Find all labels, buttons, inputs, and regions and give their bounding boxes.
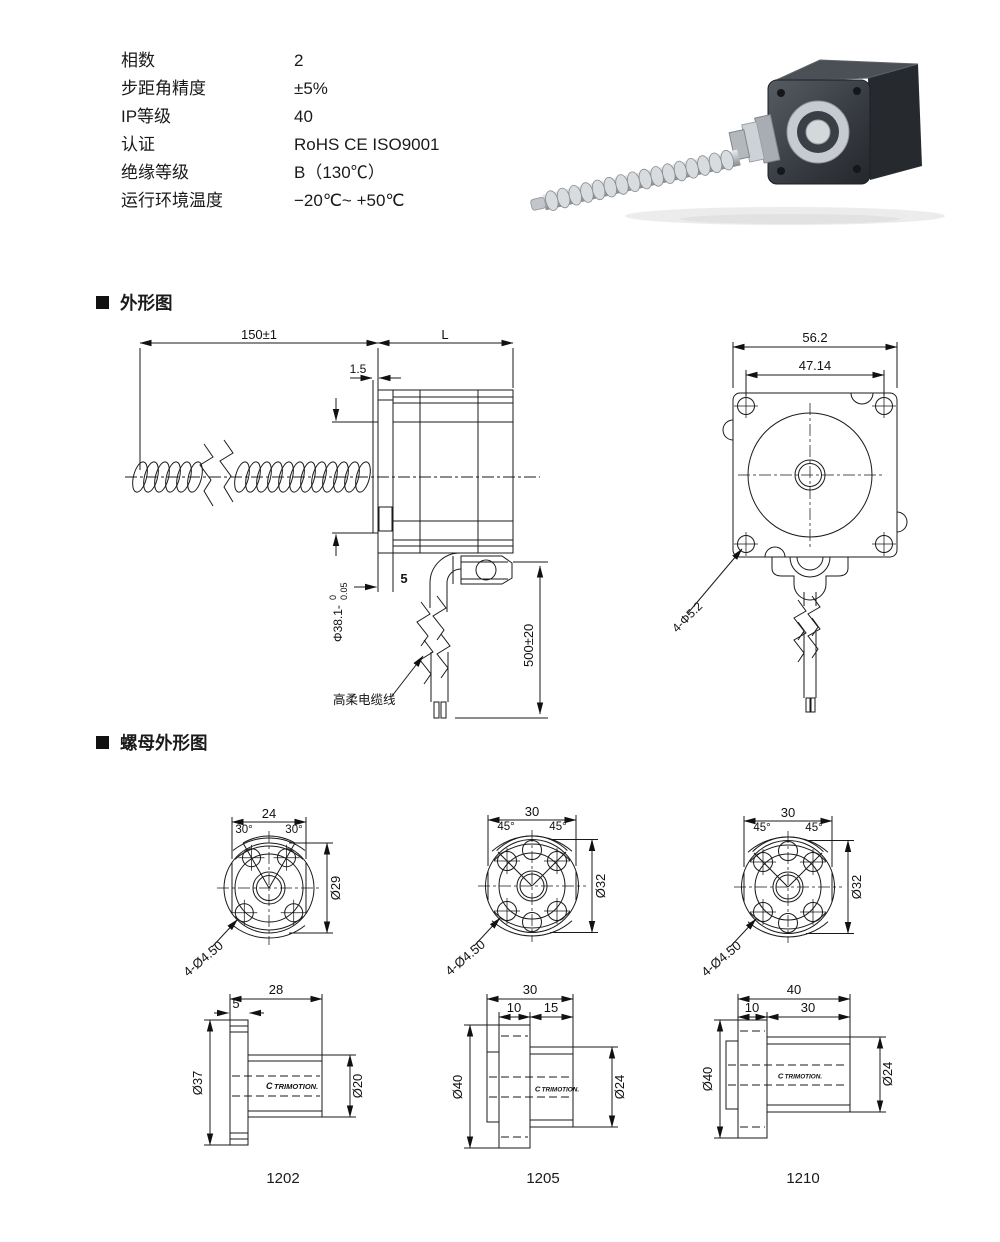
spec-label: IP等级 [121, 107, 172, 126]
section-bullet [96, 736, 109, 749]
nut-model-label: 1210 [786, 1170, 820, 1187]
dim-nut-flange-diameter: Ø40 [450, 1075, 465, 1100]
nut-1205-front-view: 30 45° 45° Ø32 4-Ø4.50 [442, 804, 608, 978]
spec-row: 认证 RoHS CE ISO9001 [121, 131, 440, 159]
spec-table: 相数 2 步距角精度 ±5% IP等级 40 认证 RoHS CE ISO9001 绝缘… [121, 47, 440, 215]
dim-nut-flange-diameter: Ø37 [190, 1071, 205, 1096]
spec-value: 40 [294, 107, 313, 126]
dim-nut-total-length: 40 [787, 982, 801, 997]
section-bullet [96, 296, 109, 309]
spec-row: IP等级 40 [121, 103, 440, 131]
dim-nut-seg2: 30 [801, 1000, 815, 1015]
dim-nut-body-diameter: Ø24 [880, 1062, 895, 1087]
outline-side-view-drawing: 150±1 L 1.5 Φ38.1- 0 0.05 5 500±20 高柔电缆线 [125, 330, 548, 719]
cable-label: 高柔电缆线 [333, 692, 396, 707]
section-header-nut-outline: 螺母外形图 [96, 730, 208, 755]
dim-nut-seg1: 10 [507, 1000, 521, 1015]
dim-angle-right: 45° [549, 821, 566, 833]
dim-pilot-tol-high: 0 [328, 595, 338, 600]
nut-1210-side-view: 40 10 30 Ø40 Ø24 [700, 982, 895, 1139]
dim-hole-spacing: 47.14 [799, 358, 832, 373]
dim-pilot-diameter: Φ38.1- [331, 605, 345, 642]
spec-value: RoHS CE ISO9001 [294, 135, 440, 154]
product-photo [530, 59, 945, 225]
spec-value: ±5% [294, 79, 328, 98]
spec-label: 步距角精度 [121, 79, 206, 98]
nut-model-label: 1205 [526, 1170, 560, 1187]
spec-row: 相数 2 [121, 47, 440, 75]
dim-overall-length: 150±1 [241, 330, 277, 342]
spec-label: 认证 [121, 135, 155, 154]
dim-angle-left: 45° [497, 821, 514, 833]
nut-1205-side-view: 30 10 15 Ø40 Ø24 [450, 982, 627, 1149]
spec-row: 步距角精度 ±5% [121, 75, 440, 103]
dim-nut-seg1: 10 [745, 1000, 759, 1015]
spec-value: 2 [294, 51, 304, 70]
dim-angle-right: 30° [285, 824, 302, 836]
dim-nut-width: 30 [525, 804, 539, 819]
dim-nut-total-length: 30 [523, 982, 537, 997]
dim-nut-width: 24 [262, 806, 276, 821]
dim-pilot-tol-low: 0.05 [339, 582, 349, 600]
dim-angle-left: 30° [235, 824, 252, 836]
dim-mounting-holes: 4-Φ5.2 [669, 599, 705, 635]
spec-row: 绝缘等级 B（130℃） [121, 159, 440, 187]
spec-row: 运行环境温度 −20℃~ +50℃ [121, 187, 440, 215]
spec-label: 绝缘等级 [121, 163, 189, 182]
dim-angle-right: 45° [805, 822, 822, 834]
motor-body [767, 59, 922, 185]
section-title: 螺母外形图 [120, 733, 208, 753]
section-title: 外形图 [120, 293, 173, 313]
dim-nut-body-diameter: Ø20 [350, 1074, 365, 1099]
spec-label: 相数 [121, 51, 155, 70]
spec-value: −20℃~ +50℃ [294, 191, 405, 210]
dim-nut-diameter: Ø32 [849, 875, 864, 900]
nut-1202-front-view: 24 30° 30° Ø29 4-Ø4.50 [180, 806, 343, 979]
dim-nut-body-diameter: Ø24 [612, 1075, 627, 1100]
dim-nut-total-length: 28 [269, 982, 283, 997]
outline-front-view-drawing: 56.2 47.14 4-Φ5.2 [669, 330, 908, 713]
dim-cable-length: 500±20 [521, 624, 536, 667]
dim-nut-seg2: 15 [544, 1000, 558, 1015]
nut-1202-side-view: 28 5 Ø37 Ø20 [190, 982, 365, 1146]
dim-angle-left: 45° [753, 822, 770, 834]
dim-motor-length: L [441, 330, 448, 342]
lead-screw [530, 149, 741, 211]
spec-label: 运行环境温度 [121, 191, 223, 210]
dim-front-width: 56.2 [802, 330, 827, 345]
dim-nut-diameter: Ø29 [328, 876, 343, 901]
section-header-outline: 外形图 [96, 290, 173, 315]
dim-nut-flange-thickness: 5 [232, 996, 239, 1011]
nut-model-label: 1202 [266, 1170, 300, 1187]
dim-pilot-length: 1.5 [350, 362, 367, 376]
dim-nut-diameter: Ø32 [593, 874, 608, 899]
dim-flange-thickness: 5 [400, 571, 407, 586]
dim-nut-width: 30 [781, 805, 795, 820]
nut-1210-front-view: 30 45° 45° Ø32 4-Ø4.50 [698, 805, 864, 979]
spec-value: B（130℃） [294, 163, 385, 182]
dim-nut-flange-diameter: Ø40 [700, 1067, 715, 1092]
